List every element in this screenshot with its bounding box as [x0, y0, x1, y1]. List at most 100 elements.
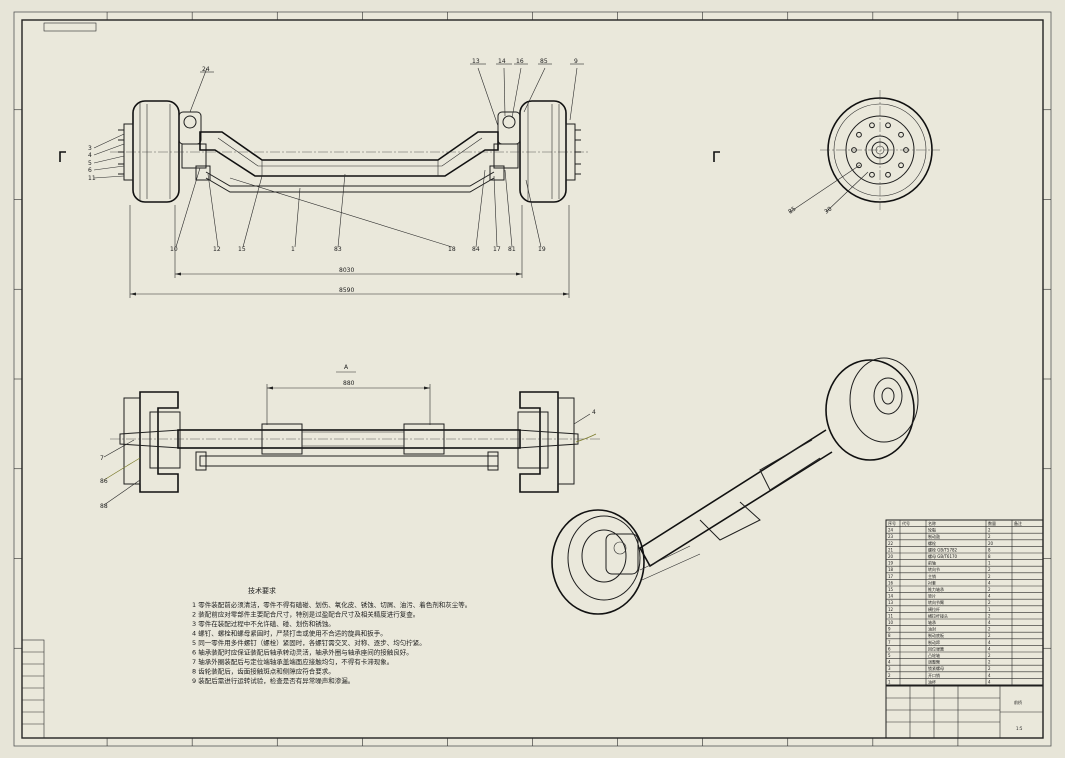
title-stamp-box — [43, 22, 97, 32]
bom-cell: 2 — [988, 574, 991, 579]
tech-note-line: 3 零件在装配过程中不允许磕、碰、划伤和锈蚀。 — [192, 619, 335, 628]
front-leaders — [93, 63, 584, 248]
bom-cell: 转向节 — [928, 566, 940, 572]
bom-cell: 开口销 — [928, 672, 940, 678]
bom-cell: 调整臂 — [928, 659, 940, 665]
front-balloon-81: 81 — [508, 246, 516, 253]
dim-track: 8030 — [339, 267, 354, 274]
bom-cell: 螺栓 GB/T5782 — [928, 546, 958, 552]
bom-cell: 4 — [988, 679, 991, 684]
bom-cell: 1 — [888, 679, 891, 684]
bom-cell: 凸轮轴 — [928, 652, 940, 658]
sheet-outer-border — [13, 11, 1052, 747]
bom-cell: 9 — [888, 627, 891, 632]
bom-cell: 19 — [888, 561, 894, 566]
section-label: A — [344, 364, 349, 371]
bom-cell: 24 — [888, 528, 894, 533]
bom-cell: 前轴 — [928, 560, 936, 566]
dimension-lines — [129, 205, 570, 298]
front-balloon-12: 12 — [213, 246, 221, 253]
bom-cell: 油封 — [928, 626, 936, 632]
bom-cell: 4 — [988, 673, 991, 678]
bom-cell: 轴承 — [928, 619, 936, 625]
front-balloon-83: 83 — [334, 246, 342, 253]
bom-cell: 1 — [988, 561, 991, 566]
tech-note-line: 5 同一零件用多件螺钉（螺栓）紧固时，各螺钉需交叉、对称、逐步、均匀拧紧。 — [192, 638, 426, 647]
bom-cell: 22 — [888, 541, 894, 546]
bom-cell: 制动鼓 — [928, 533, 940, 539]
bom-cell: 2 — [988, 660, 991, 665]
bom-cell: 13 — [888, 600, 894, 605]
bom-cell: 垫片 — [928, 593, 936, 599]
bom-cell: 转向节臂 — [928, 599, 944, 605]
hub-bolt — [856, 162, 862, 169]
bom-cell: 4 — [988, 620, 991, 625]
front-balloon-84: 84 — [472, 246, 480, 253]
bom-cell: 2 — [988, 534, 991, 539]
hub-bolt — [869, 122, 875, 129]
bom-cell: 油杯 — [928, 678, 936, 684]
bom-cell: 16 — [888, 580, 894, 585]
bom-cell: 衬套 — [928, 579, 936, 585]
bom-cell: 制动蹄 — [928, 639, 940, 645]
front-balloon-3: 3 — [88, 145, 92, 152]
zone-ticks — [14, 12, 1051, 746]
left-side-strip — [21, 639, 45, 739]
bom-cell: 2 — [988, 633, 991, 638]
bom-cell: 15 — [888, 587, 894, 592]
bom-cell: 4 — [988, 640, 991, 645]
bom-cell: 2 — [988, 666, 991, 671]
bom-cell: 螺母 GB/T6170 — [928, 553, 958, 559]
tech-note-line: 1 零件装配前必须清洁，零件不得有磕碰、划伤、氧化皮、锈蚀、切屑、油污、着色剂和… — [192, 600, 471, 609]
bom-cell: 2 — [988, 613, 991, 618]
bom-cell: 11 — [888, 613, 894, 618]
bom-cell: 8 — [988, 554, 991, 559]
front-balloon-4: 4 — [88, 152, 92, 159]
hub-bolt — [885, 122, 891, 129]
isometric-view[interactable] — [551, 357, 919, 615]
bom-cell: 横拉杆接头 — [928, 612, 948, 618]
bom-cell: 锁紧螺母 — [928, 665, 944, 671]
hub-bolt — [898, 162, 904, 169]
bom-cell: 4 — [988, 580, 991, 585]
front-balloon-5: 5 — [88, 160, 92, 167]
bom-cell: 18 — [888, 567, 894, 572]
drawing-scale: 1:5 — [1016, 726, 1023, 731]
bom-cell: 6 — [888, 646, 891, 651]
bom-cell: 横拉杆 — [928, 606, 940, 612]
hub-bolt — [869, 171, 875, 178]
bom-cell: 8 — [988, 547, 991, 552]
bom-cell: 7 — [888, 640, 891, 645]
front-balloon-11: 11 — [88, 175, 96, 182]
section-balloon-88: 88 — [100, 503, 108, 510]
section-balloon-4: 4 — [592, 409, 596, 416]
front-view[interactable]: 8030 8590 — [59, 58, 720, 298]
section-balloon-7: 7 — [100, 455, 104, 462]
front-balloon-1: 1 — [291, 246, 295, 253]
front-balloon-15: 15 — [238, 246, 246, 253]
bom-header-cell: 数量 — [988, 520, 996, 526]
bom-cell: 主销 — [928, 573, 936, 579]
tech-note-line: 4 螺钉、螺栓和螺母紧固时，严禁打击或使用不合适的旋具和扳手。 — [192, 629, 387, 638]
bom-header-cell: 备注 — [1014, 520, 1022, 526]
bom-cell: 1 — [988, 607, 991, 612]
bom-cell: 20 — [988, 541, 994, 546]
section-view[interactable]: A 880 — [100, 364, 600, 510]
left-drum — [118, 100, 180, 203]
hub-bolt — [885, 171, 891, 178]
tech-note-line: 6 轴承装配时应保证装配后轴承转动灵活，轴承外圈与轴承座间的接触良好。 — [192, 648, 413, 657]
bom-cell: 回位弹簧 — [928, 645, 944, 651]
front-balloon-13: 13 — [472, 58, 480, 65]
front-balloon-9: 9 — [574, 58, 578, 65]
front-balloon-19: 19 — [538, 246, 546, 253]
side-view[interactable]: 85 30 — [787, 90, 940, 216]
bom-cell: 20 — [888, 554, 894, 559]
title-block[interactable]: 前桥 1:5 — [885, 685, 1044, 739]
front-balloon-16: 16 — [516, 58, 524, 65]
tech-notes-heading: 技术要求 — [248, 586, 276, 595]
front-balloon-17: 17 — [493, 246, 501, 253]
section-dim-center: 880 — [343, 380, 355, 387]
